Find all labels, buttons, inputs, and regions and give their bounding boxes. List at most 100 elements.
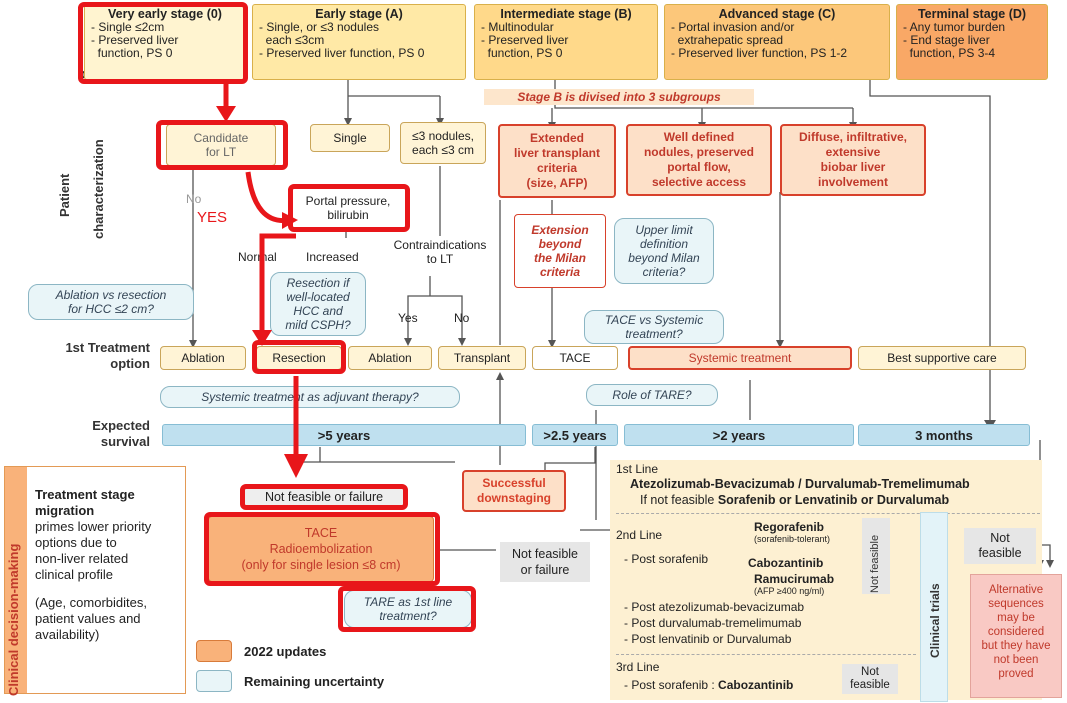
tare-first-line-box: TARE as 1st line treatment? <box>344 590 472 628</box>
box-line: downstaging <box>477 491 551 505</box>
box-line: Successful <box>482 476 546 490</box>
clinical-trials-box: Clinical trials <box>920 512 948 702</box>
box-line: definition <box>639 237 689 251</box>
stage-line: function, PS 0 <box>91 46 173 60</box>
migration-line: availability) <box>35 627 100 642</box>
treatment-bsc: Best supportive care <box>858 346 1026 370</box>
box-line: Not <box>861 666 879 678</box>
survival-three-months: 3 months <box>858 424 1030 446</box>
stage-line: - End stage liver <box>903 33 990 47</box>
regorafenib-label: Regorafenib <box>754 520 825 534</box>
highlight-candidate-lt <box>156 120 288 170</box>
legend-updates-swatch <box>196 640 232 662</box>
box-line: Extension <box>531 223 589 237</box>
radioembolization-label: Radioembolization <box>269 542 373 556</box>
post-atezo-label: - Post atezolizumab-bevacizumab <box>624 600 805 614</box>
box-line: selective access <box>651 175 747 189</box>
box-line: Ablation vs resection <box>55 288 167 302</box>
legend-updates-label: 2022 updates <box>244 644 327 659</box>
option-label: option <box>110 356 150 371</box>
candidate-lt-box: Candidate for LT <box>166 124 276 166</box>
box-line: Candidate <box>193 131 249 145</box>
migration-line: options due to <box>35 535 117 550</box>
stage-line: - Preserved liver <box>481 33 569 47</box>
if-not-drugs: Sorafenib or Lenvatinib or Durvalumab <box>717 493 950 507</box>
box-line: but they have <box>981 640 1051 652</box>
highlight-not-feasible <box>240 484 408 510</box>
clinical-panel: Clinical decision-making Treatment stage… <box>4 466 186 696</box>
box-line: well-located <box>286 290 350 304</box>
not-feasible-failure: Not feasible or failure <box>244 488 404 506</box>
third-line-label: 3rd Line <box>616 660 660 674</box>
row-label-first-treatment: 1st Treatment option <box>20 340 150 372</box>
box-line: Resection if <box>286 276 350 290</box>
stage-terminal-title: Terminal stage (D) <box>917 7 1027 21</box>
box-line: bilirubin <box>327 208 369 222</box>
box-line: treatment? <box>379 609 437 623</box>
box-line: (size, AFP) <box>526 176 588 190</box>
survival-twofive-years: >2.5 years <box>532 424 618 446</box>
migration-title: Treatment stage <box>35 487 135 502</box>
treatment-transplant: Transplant <box>438 346 526 370</box>
extended-criteria-box: Extended liver transplant criteria (size… <box>498 124 616 198</box>
box-line: ≤3 nodules, <box>412 129 474 143</box>
box-line: Alternative <box>988 584 1044 596</box>
stage-very-early-title: Very early stage (0) <box>108 7 222 21</box>
treatment-ablation-1: Ablation <box>160 346 246 370</box>
legend-uncertainty-label: Remaining uncertainty <box>244 674 385 689</box>
box-line: Extended <box>529 131 584 145</box>
stage-line: - Preserved liver function, PS 0 <box>259 46 425 60</box>
no-small-label: No <box>454 311 470 325</box>
box-line: Contraindications <box>393 238 487 252</box>
treatment-systemic: Systemic treatment <box>628 346 852 370</box>
first-treatment-label: 1st Treatment <box>65 340 150 355</box>
box-line: involvement <box>817 175 889 189</box>
first-line-label: 1st Line <box>616 462 659 476</box>
stage-line: - Portal invasion and/or <box>671 20 795 34</box>
first-line-if-not: If not feasible Sorafenib or Lenvatinib … <box>640 493 949 507</box>
stage-line: function, PS 3-4 <box>903 46 996 60</box>
stage-early-title: Early stage (A) <box>315 7 403 21</box>
ramucirumab-label: Ramucirumab <box>754 572 835 586</box>
stage-line: - Multinodular <box>481 20 554 34</box>
stage-intermediate: Intermediate stage (B) - Multinodular - … <box>474 4 658 80</box>
not-feasible-right: Not feasible <box>964 528 1036 564</box>
post-lenva-label: - Post lenvatinib or Durvalumab <box>624 632 792 646</box>
box-line: sequences <box>988 598 1044 610</box>
post-durva-label: - Post durvalumab-tremelimumab <box>624 616 802 630</box>
box-line: biobar liver <box>820 160 886 174</box>
divider <box>616 513 1040 514</box>
resection-if-box: Resection if well-located HCC and mild C… <box>270 272 366 336</box>
box-line: beyond <box>538 237 582 251</box>
afp-label: (AFP ≥400 ng/ml) <box>754 586 825 596</box>
tace-vs-systemic-box: TACE vs Systemic treatment? <box>584 310 724 344</box>
ablation-vs-resection-box: Ablation vs resection for HCC ≤2 cm? <box>28 284 194 320</box>
stage-line: each ≤3cm <box>259 33 325 47</box>
survival-five-years: >5 years <box>162 424 526 446</box>
box-line: proved <box>998 668 1034 680</box>
increased-label: Increased <box>306 250 359 264</box>
systemic-adjuvant-box: Systemic treatment as adjuvant therapy? <box>160 386 460 408</box>
box-line: to LT <box>426 252 454 266</box>
clinical-sidebar <box>5 467 27 693</box>
box-line: not been <box>993 654 1039 666</box>
migration-line: primes lower priority <box>35 519 152 534</box>
portal-pressure-box: Portal pressure, bilirubin <box>290 188 406 228</box>
stage-line: - Single ≤2cm <box>91 20 165 34</box>
sorafenib-tolerant-label: (sorafenib-tolerant) <box>754 534 831 544</box>
well-defined-box: Well defined nodules, preserved portal f… <box>626 124 772 196</box>
treatment-tace: TACE <box>532 346 618 370</box>
survival-two-years: >2 years <box>624 424 854 446</box>
row-label-expected-survival: Expected survival <box>20 418 150 450</box>
no-label: No <box>186 192 202 206</box>
post-sorafenib3-prefix: - Post sorafenib : <box>624 678 719 692</box>
box-line: Well defined <box>663 130 735 144</box>
stage-line: - Any tumor burden <box>903 20 1006 34</box>
migration-text: Treatment stage migration primes lower p… <box>35 487 185 643</box>
migration-title: migration <box>35 503 95 518</box>
box-line: may be <box>997 612 1035 624</box>
second-line-label: 2nd Line <box>616 528 663 542</box>
migration-line: non-liver related <box>35 551 129 566</box>
post-sorafenib3-label: - Post sorafenib : Cabozantinib <box>624 678 793 692</box>
